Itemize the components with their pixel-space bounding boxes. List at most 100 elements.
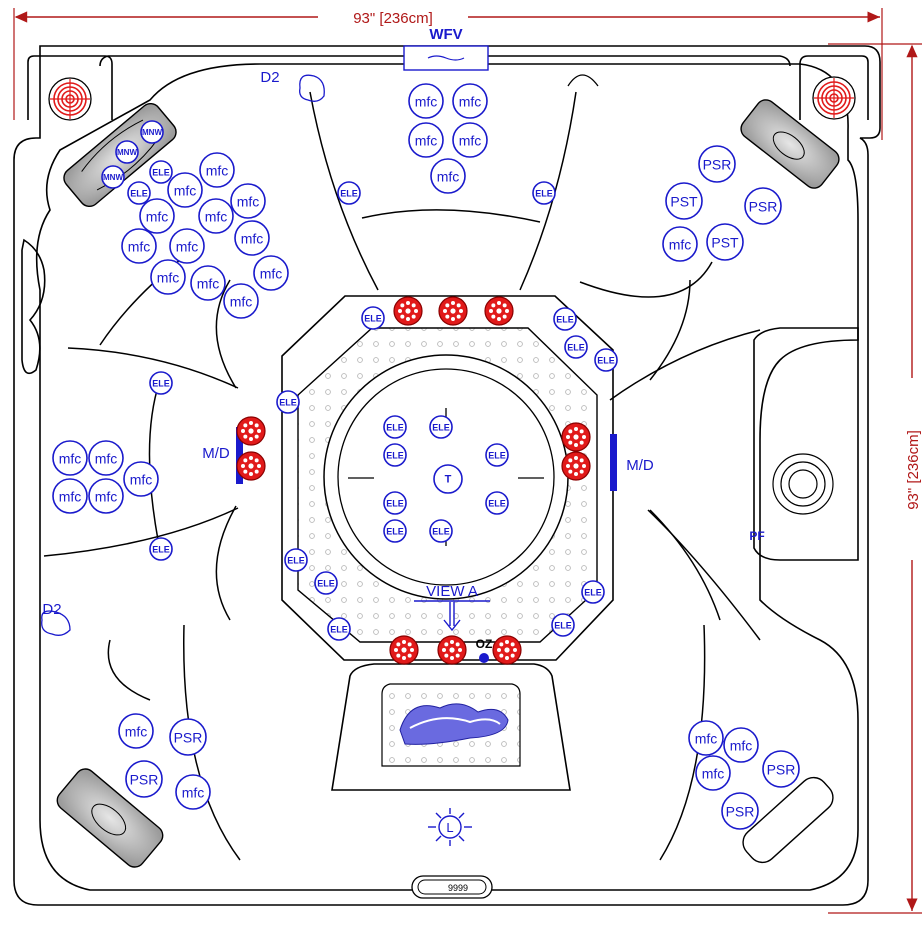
view-a-label: VIEW A bbox=[426, 583, 478, 600]
psr-jet-label: PSR bbox=[726, 804, 755, 820]
t-jet: T bbox=[433, 464, 463, 494]
psr-jet: PSR bbox=[169, 718, 207, 756]
ele-jet: ELE bbox=[284, 548, 308, 572]
d2-top: D2 bbox=[260, 69, 325, 102]
ele-jet-label: ELE bbox=[386, 423, 404, 433]
ele-jet-label: ELE bbox=[386, 499, 404, 509]
mfc-jet: mfc bbox=[169, 228, 205, 264]
wfv-label: WFV bbox=[429, 26, 462, 43]
wfv-unit: WFV bbox=[403, 26, 489, 71]
mfc-jet: mfc bbox=[198, 198, 234, 234]
psr-jet: PSR bbox=[698, 145, 736, 183]
mfc-jet-label: mfc bbox=[241, 231, 264, 247]
mfc-jet: mfc bbox=[688, 720, 724, 756]
hydro-jet-icon bbox=[561, 451, 591, 481]
pst-jet: PST bbox=[706, 223, 744, 261]
mfc-jet: mfc bbox=[430, 158, 466, 194]
mfc-jet-label: mfc bbox=[206, 163, 229, 179]
ele-jet-label: ELE bbox=[554, 621, 572, 631]
ele-jet: ELE bbox=[551, 613, 575, 637]
mnw-jet-label: MNW bbox=[103, 173, 123, 182]
pst-jet: PST bbox=[665, 182, 703, 220]
hydro-jet-icon bbox=[561, 422, 591, 452]
mfc-jet-label: mfc bbox=[176, 239, 199, 255]
ele-jet-label: ELE bbox=[432, 527, 450, 537]
mfc-jet-label: mfc bbox=[197, 276, 220, 292]
ele-jet: ELE bbox=[532, 181, 556, 205]
dimension-top-label: 93" [236cm] bbox=[353, 10, 433, 27]
psr-jet: PSR bbox=[721, 792, 759, 830]
hydro-jet-icon bbox=[484, 296, 514, 326]
ele-jet-label: ELE bbox=[386, 451, 404, 461]
ele-jet: ELE bbox=[149, 371, 173, 395]
ele-jet-label: ELE bbox=[488, 499, 506, 509]
hydro-jet-icon bbox=[438, 296, 468, 326]
dimension-right: 93" [236cm] bbox=[828, 43, 922, 914]
svg-text:M/D: M/D bbox=[626, 457, 654, 474]
control-panel: 9999 bbox=[411, 875, 493, 899]
ele-jet-label: ELE bbox=[330, 625, 348, 635]
mfc-jet: mfc bbox=[121, 228, 157, 264]
oz-label: OZ bbox=[476, 637, 493, 651]
mfc-jet: mfc bbox=[52, 478, 88, 514]
ele-jet-label: ELE bbox=[556, 315, 574, 325]
mfc-jet-label: mfc bbox=[157, 270, 180, 286]
mfc-jet-label: mfc bbox=[125, 724, 148, 740]
mfc-jet: mfc bbox=[408, 83, 444, 119]
ele-jet: ELE bbox=[383, 519, 407, 543]
ele-jet: ELE bbox=[314, 571, 338, 595]
pst-jet-label: PST bbox=[711, 235, 739, 251]
mfc-jet-label: mfc bbox=[669, 237, 692, 253]
d2-left: D2 bbox=[41, 601, 71, 636]
hydro-jet-icon bbox=[236, 416, 266, 446]
dimension-right-label: 93" [236cm] bbox=[905, 430, 922, 510]
hydro-jets bbox=[236, 296, 591, 665]
ele-jet-label: ELE bbox=[152, 168, 170, 178]
mfc-jet: mfc bbox=[139, 198, 175, 234]
mfc-jet: mfc bbox=[199, 152, 235, 188]
light-icon: L bbox=[428, 808, 472, 846]
ele-jet-label: ELE bbox=[317, 579, 335, 589]
control-panel-label: 9999 bbox=[448, 883, 468, 893]
mfc-jet: mfc bbox=[150, 259, 186, 295]
t-jet-label: T bbox=[445, 474, 452, 486]
ele-jet: ELE bbox=[581, 580, 605, 604]
svg-text:D2: D2 bbox=[42, 601, 61, 618]
md-left: M/D bbox=[202, 427, 243, 484]
ele-jet-label: ELE bbox=[432, 423, 450, 433]
psr-jet-label: PSR bbox=[749, 199, 778, 215]
ele-jet: ELE bbox=[149, 537, 173, 561]
mfc-jet-label: mfc bbox=[128, 239, 151, 255]
ele-jet: ELE bbox=[429, 519, 453, 543]
hydro-jet-icon bbox=[389, 635, 419, 665]
pst-jet-label: PST bbox=[670, 194, 698, 210]
diverter-icon bbox=[299, 74, 325, 102]
ele-jet-label: ELE bbox=[488, 451, 506, 461]
mfc-jet-label: mfc bbox=[174, 183, 197, 199]
ele-jet-label: ELE bbox=[152, 379, 170, 389]
mfc-jet-label: mfc bbox=[59, 451, 82, 467]
mnw-jet: MNW bbox=[140, 120, 164, 144]
ele-jet: ELE bbox=[276, 390, 300, 414]
view-a: VIEW A bbox=[414, 583, 490, 632]
calspas-logo bbox=[399, 703, 509, 745]
mfc-jet-label: mfc bbox=[260, 266, 283, 282]
mfc-jet-label: mfc bbox=[59, 489, 82, 505]
ele-jet: ELE bbox=[337, 181, 361, 205]
mfc-jet: mfc bbox=[408, 122, 444, 158]
psr-jet: PSR bbox=[125, 760, 163, 798]
psr-jet-label: PSR bbox=[767, 762, 796, 778]
mfc-jet: mfc bbox=[695, 755, 731, 791]
pf-filter: PF bbox=[749, 453, 834, 543]
mnw-jet-label: MNW bbox=[142, 128, 162, 137]
mfc-jet: mfc bbox=[190, 265, 226, 301]
mfc-jet-label: mfc bbox=[459, 94, 482, 110]
hydro-jet-icon bbox=[492, 635, 522, 665]
ele-jet: ELE bbox=[485, 443, 509, 467]
mfc-jet: mfc bbox=[452, 83, 488, 119]
pillow-icon bbox=[56, 768, 164, 868]
target-icon bbox=[48, 77, 92, 121]
mfc-jet: mfc bbox=[52, 440, 88, 476]
